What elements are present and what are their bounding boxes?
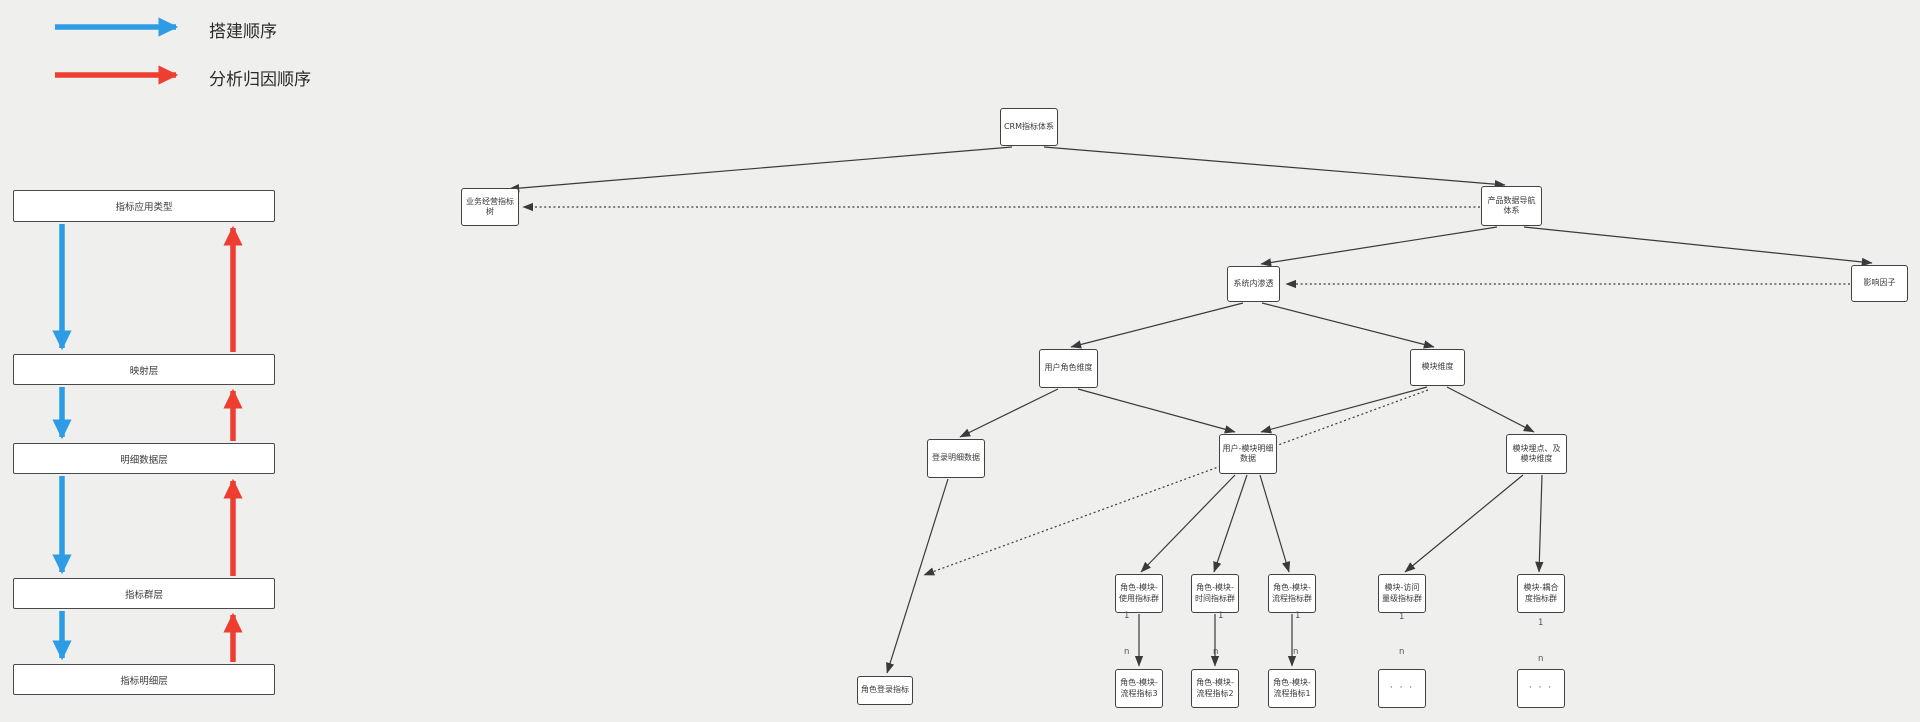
layer-mapping: 映射层 [13, 354, 275, 385]
multiplicity-one: 1 [1295, 611, 1301, 621]
node-role-login-metric: 角色登录指标 [857, 676, 913, 705]
node-impact-factor: 影响因子 [1851, 265, 1908, 302]
node-user-module-detail: 用户-模块明细数据 [1219, 434, 1277, 474]
tree-solid-edges [508, 146, 1873, 674]
edge [1070, 302, 1244, 349]
multiplicity-one: 1 [1124, 611, 1130, 621]
edge [508, 146, 1013, 193]
legend-arrows [55, 17, 179, 85]
edge [1523, 226, 1873, 267]
edge [1140, 474, 1236, 573]
node-role-module-time-group: 角色-模块-时间指标群 [1191, 574, 1239, 613]
node-module-meta-dimension: 模块埋点、及模块维度 [1506, 434, 1567, 474]
node-crm-root: CRM指标体系 [1000, 108, 1058, 146]
node-process-metric-1: 角色-模块-流程指标1 [1268, 669, 1316, 708]
legend-build-label: 搭建顺序 [209, 22, 277, 42]
edge [959, 388, 1059, 438]
edge [1213, 474, 1248, 573]
layer-detail-data: 明细数据层 [13, 443, 275, 474]
node-login-detail-data: 登录明细数据 [927, 439, 985, 478]
node-module-dimension: 模块维度 [1410, 349, 1465, 386]
layer-indicator-detail: 指标明细层 [13, 664, 275, 695]
multiplicity-one: 1 [1399, 612, 1405, 622]
multiplicity-many: n [1124, 647, 1130, 657]
edge [1260, 386, 1428, 434]
node-role-module-process-group: 角色-模块-流程指标群 [1268, 574, 1316, 613]
edge [1077, 388, 1236, 434]
edge [1446, 386, 1535, 433]
multiplicity-one: 1 [1218, 611, 1224, 621]
edge [1404, 474, 1524, 573]
node-business-metric-tree: 业务经营指标树 [461, 188, 519, 226]
layer-indicator-group: 指标群层 [13, 578, 275, 609]
node-role-module-usage-group: 角色-模块-使用指标群 [1115, 574, 1163, 613]
layer-indicator-app-type: 指标应用类型 [13, 190, 275, 222]
multiplicity-many: n [1538, 654, 1544, 664]
edge [1259, 474, 1291, 573]
node-system-penetration: 系统内渗透 [1227, 266, 1280, 302]
node-ellipsis: · · · [1517, 669, 1565, 708]
edge [1260, 226, 1498, 267]
edge [1261, 302, 1435, 349]
node-module-visit-group: 模块-访问量级指标群 [1378, 574, 1426, 613]
node-ellipsis: · · · [1378, 669, 1426, 708]
multiplicity-one: 1 [1538, 618, 1544, 628]
edge [886, 478, 949, 674]
multiplicity-many: n [1213, 647, 1219, 657]
multiplicity-many: n [1399, 647, 1405, 657]
node-process-metric-3: 角色-模块-流程指标3 [1115, 669, 1163, 708]
edge [1043, 146, 1506, 189]
dotted-edge [923, 389, 1429, 576]
legend-analysis-label: 分析归因顺序 [209, 70, 311, 90]
node-module-coupling-group: 模块-耦合度指标群 [1517, 574, 1565, 613]
edge [1535, 474, 1544, 573]
tree-dotted-edges [522, 202, 1850, 576]
node-user-role-dimension: 用户角色维度 [1039, 349, 1098, 388]
node-product-data-nav: 产品数据导航体系 [1481, 186, 1542, 226]
multiplicity-many: n [1293, 647, 1299, 657]
node-process-metric-2: 角色-模块-流程指标2 [1191, 669, 1239, 708]
